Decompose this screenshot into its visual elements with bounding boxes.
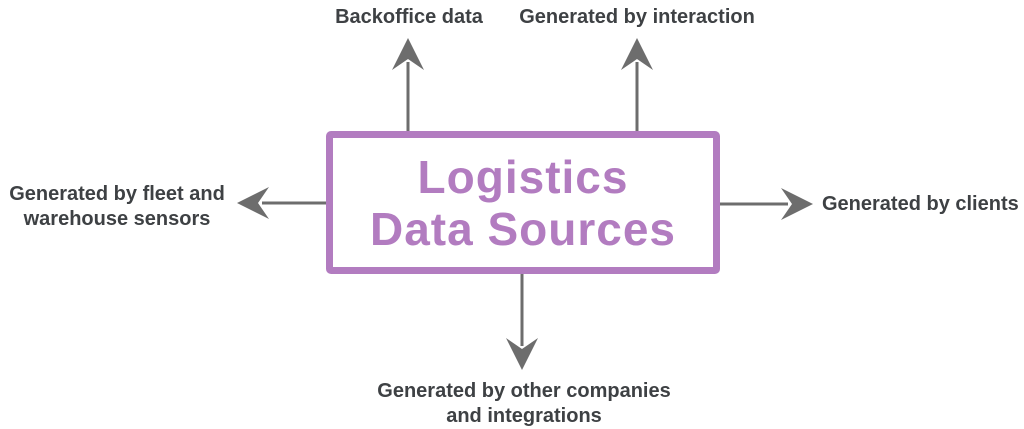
- label-fleet-line-2: warehouse sensors: [23, 208, 211, 230]
- label-generated-by-clients: Generated by clients: [822, 193, 1019, 215]
- label-other-companies-integrations: Generated by other companies and integra…: [377, 379, 670, 429]
- label-companies-line-1: Generated by other companies: [377, 380, 671, 402]
- arrow-left-icon: [237, 187, 326, 219]
- arrow-up-icon: [392, 38, 424, 132]
- arrow-right-icon: [720, 188, 813, 220]
- box-title-line-2: Data Sources: [369, 202, 676, 255]
- logistics-data-sources-box: Logistics Data Sources: [326, 131, 720, 274]
- label-companies-line-2: and integrations: [446, 405, 602, 427]
- label-backoffice-data: Backoffice data: [335, 6, 483, 28]
- label-generated-by-interaction: Generated by interaction: [519, 6, 755, 28]
- label-fleet-warehouse-sensors: Generated by fleet and warehouse sensors: [9, 182, 225, 232]
- box-title-line-1: Logistics: [417, 150, 629, 203]
- label-fleet-line-1: Generated by fleet and: [9, 183, 225, 205]
- arrow-up-icon: [621, 38, 653, 132]
- arrow-down-icon: [506, 274, 538, 370]
